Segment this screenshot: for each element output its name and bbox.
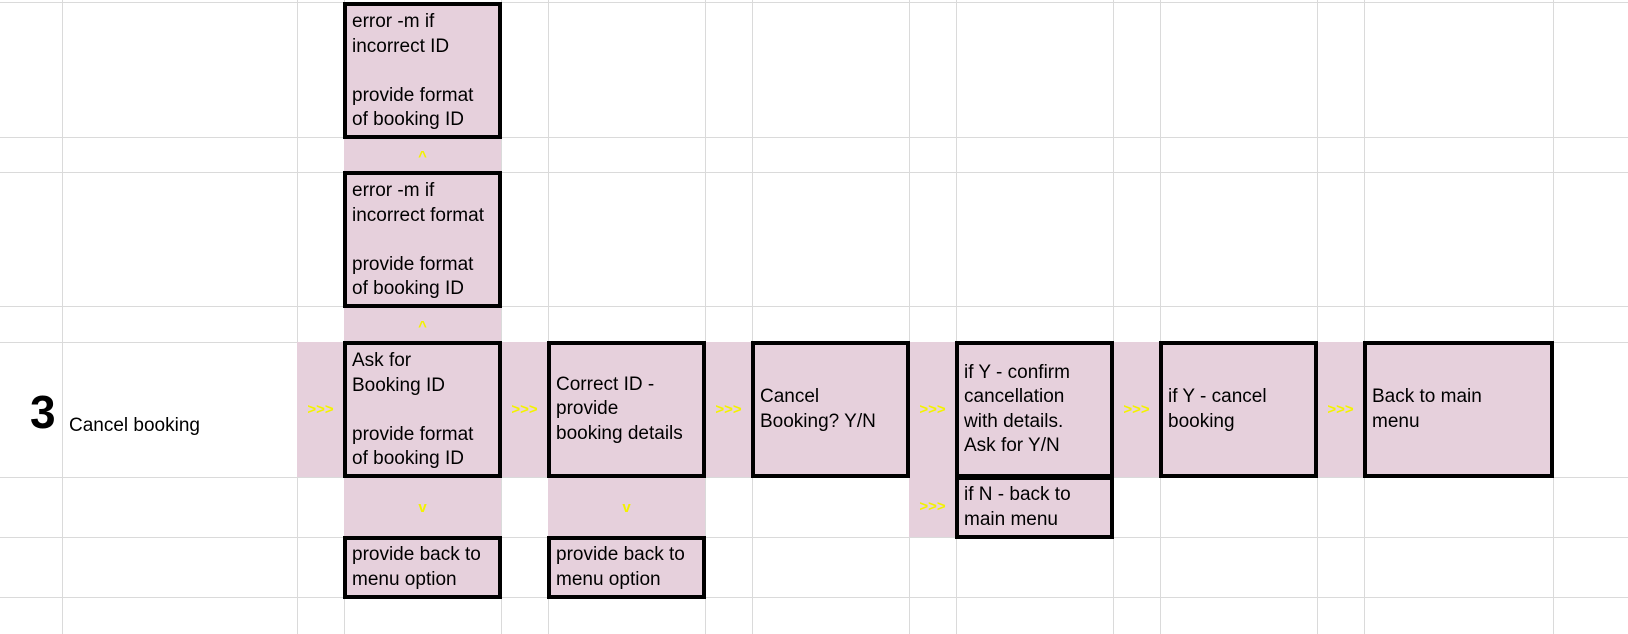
box-text: provide back to menu option: [352, 544, 481, 590]
gridline: [0, 2, 1628, 3]
box-text: Ask for Booking ID provide format of boo…: [352, 350, 474, 469]
gridline: [501, 0, 502, 634]
box-text: error -m if incorrect ID provide format …: [352, 11, 474, 130]
connector-cell: [548, 477, 705, 537]
gridline: [1160, 0, 1161, 634]
box-if-n-back[interactable]: if N - back to main menu: [955, 476, 1114, 539]
gridline: [548, 0, 549, 634]
box-text: error -m if incorrect format provide for…: [352, 180, 484, 299]
gridline: [909, 0, 910, 634]
box-back-to-main[interactable]: Back to main menu: [1363, 341, 1554, 478]
arrow-right-icon: >>>: [919, 401, 946, 418]
box-text: if Y - confirm cancellation with details…: [964, 361, 1070, 457]
gridline: [1553, 0, 1554, 634]
box-text: if N - back to main menu: [964, 484, 1071, 530]
arrow-up-icon: ^: [418, 318, 427, 335]
box-text: Correct ID - provide booking details: [556, 373, 683, 444]
gridline: [1113, 0, 1114, 634]
gridline: [956, 0, 957, 634]
arrow-right-icon: >>>: [1123, 401, 1150, 418]
box-ask-booking-id[interactable]: Ask for Booking ID provide format of boo…: [343, 341, 502, 478]
arrow-right-icon: >>>: [307, 401, 334, 418]
gridline: [0, 537, 1628, 538]
box-if-y-confirm[interactable]: if Y - confirm cancellation with details…: [955, 341, 1114, 478]
gridline: [0, 306, 1628, 307]
arrow-right-icon: >>>: [919, 498, 946, 515]
box-back-option[interactable]: provide back to menu option: [547, 536, 706, 599]
arrow-right-icon: >>>: [511, 401, 538, 418]
connector-cell: [344, 306, 501, 342]
row-number: 3: [30, 386, 56, 438]
connector-cell: [344, 137, 501, 172]
arrow-down-icon: v: [418, 499, 427, 516]
arrow-right-icon: >>>: [715, 401, 742, 418]
gridline: [1317, 0, 1318, 634]
box-text: Cancel Booking? Y/N: [760, 386, 876, 432]
gridline: [0, 137, 1628, 138]
gridline: [62, 0, 63, 634]
gridline: [705, 0, 706, 634]
gridline: [752, 0, 753, 634]
connector-cell: [909, 477, 956, 537]
row-label: Cancel booking: [69, 415, 200, 436]
connector-cell: [344, 477, 501, 537]
box-text: Back to main menu: [1372, 386, 1482, 432]
box-error-incorrect-format[interactable]: error -m if incorrect format provide for…: [343, 171, 502, 308]
box-if-y-cancel[interactable]: if Y - cancel booking: [1159, 341, 1318, 478]
box-error-incorrect-id[interactable]: error -m if incorrect ID provide format …: [343, 2, 502, 139]
box-cancel-booking[interactable]: Cancel Booking? Y/N: [751, 341, 910, 478]
gridline: [297, 0, 298, 634]
gridline: [0, 172, 1628, 173]
box-text: provide back to menu option: [556, 544, 685, 590]
box-back-option[interactable]: provide back to menu option: [343, 536, 502, 599]
flow-row-fill: [297, 342, 1553, 477]
gridline: [0, 597, 1628, 598]
box-correct-id[interactable]: Correct ID - provide booking details: [547, 341, 706, 478]
arrow-down-icon: v: [622, 499, 631, 516]
box-text: if Y - cancel booking: [1168, 386, 1267, 432]
arrow-up-icon: ^: [418, 148, 427, 165]
gridline: [1364, 0, 1365, 634]
arrow-right-icon: >>>: [1327, 401, 1354, 418]
